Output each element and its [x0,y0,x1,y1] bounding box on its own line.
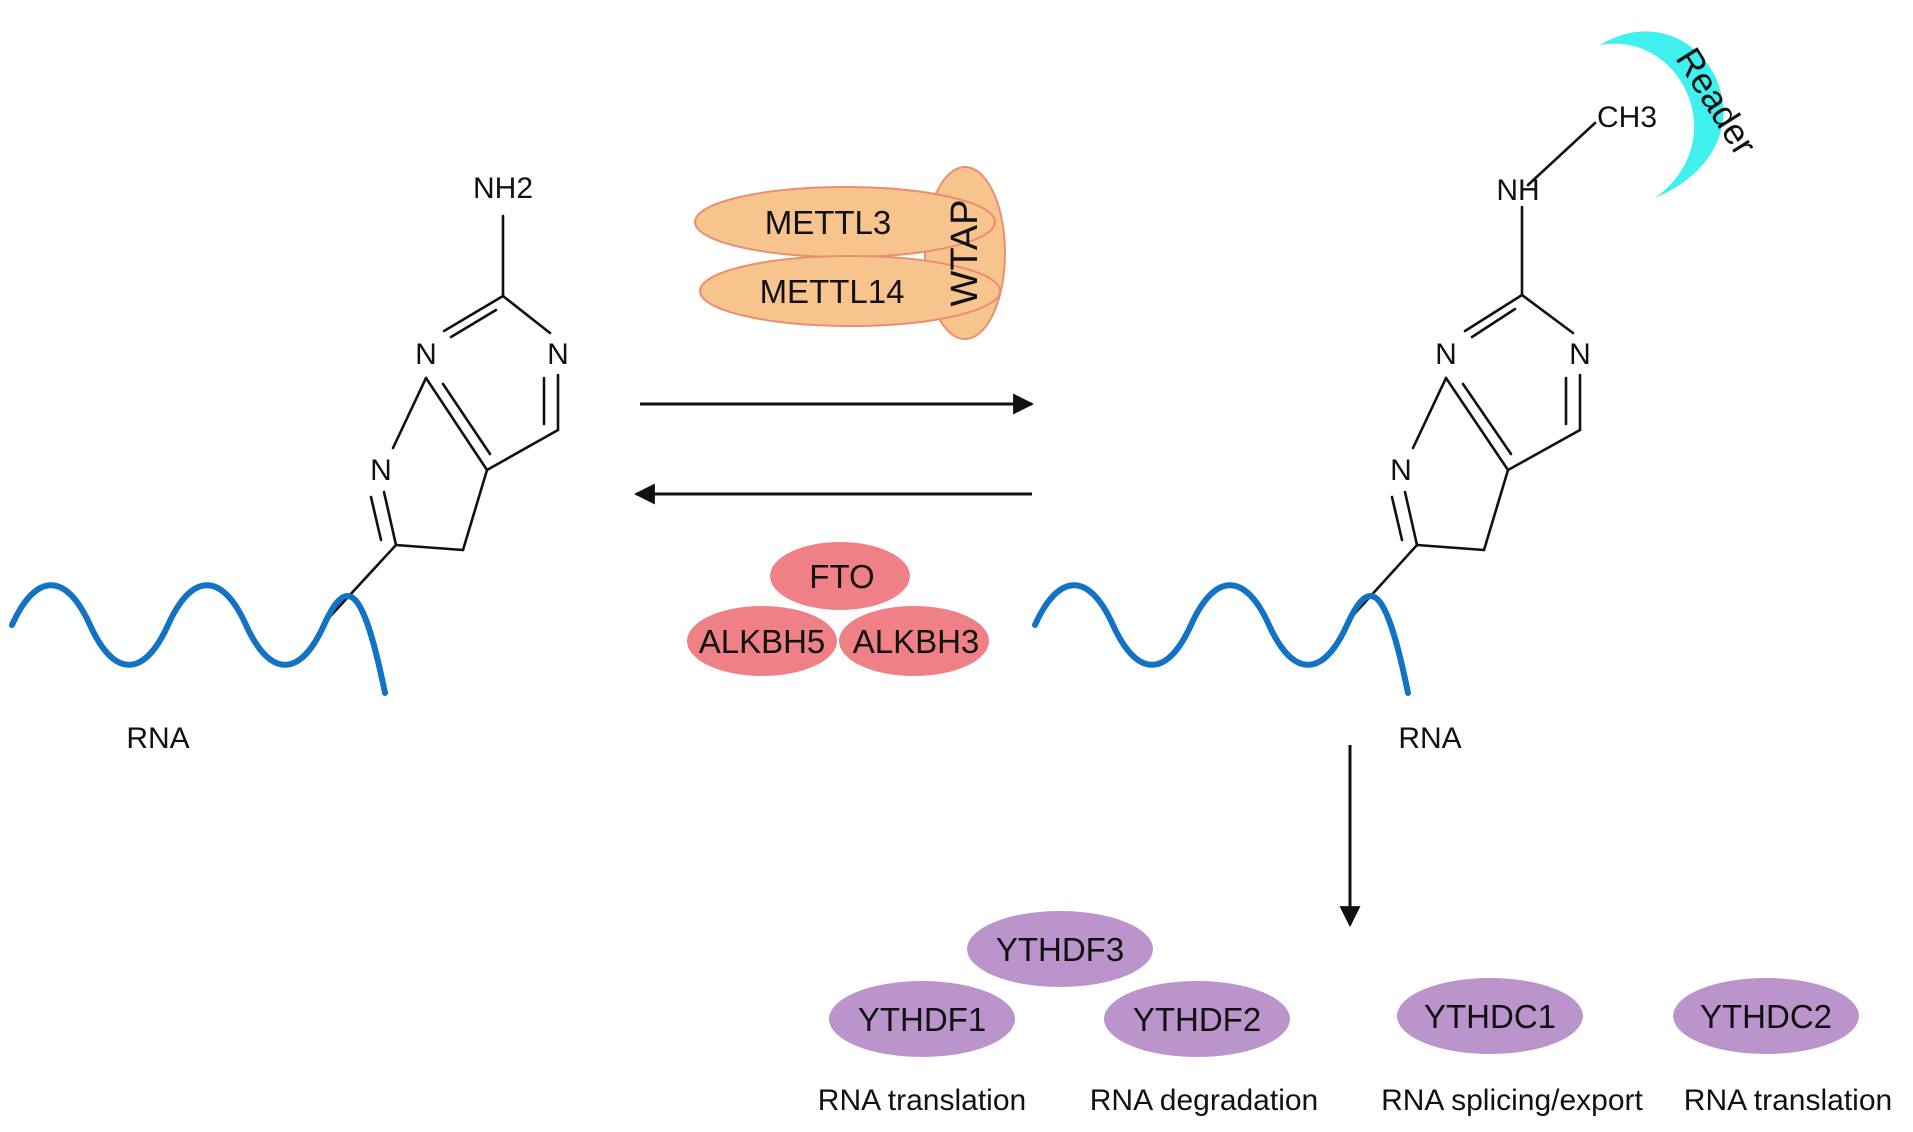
left-rna-strand [9,582,388,696]
function-label-degradation: RNA degradation [1090,1084,1319,1117]
right-rna-label: RNA [1398,722,1461,755]
ythdf3-label: YTHDF3 [996,931,1124,968]
alkbh5-label: ALKBH5 [699,623,826,660]
wtap-label: WTAP [944,200,986,307]
right-bonds [1345,121,1597,624]
right-amine-label: NH [1496,174,1539,207]
alkbh3-shape [839,606,989,676]
ythdf3-shape [967,911,1153,987]
left-rna-label: RNA [126,722,189,755]
mettl3-label: METTL3 [765,204,892,241]
ythdf1-label: YTHDF1 [858,1001,986,1038]
left-amine-label: NH2 [473,172,533,205]
right-n3-label: N [1390,454,1412,487]
right-molecule: CH3 NH N N N RNA Reader [1032,31,1765,755]
reader-crescent-shape [1600,31,1724,199]
right-rna-strand [1032,582,1411,696]
function-label-splicing-export: RNA splicing/export [1381,1084,1643,1117]
right-n1-label: N [1435,338,1457,371]
right-methyl-label: CH3 [1597,101,1657,134]
ythdc1-label: YTHDC1 [1424,998,1556,1035]
left-bonds [323,214,560,624]
ythdf1-shape [829,981,1015,1057]
left-n3-label: N [370,454,392,487]
fto-label: FTO [809,558,874,595]
function-labels: RNA translation RNA degradation RNA spli… [818,1084,1892,1117]
mettl14-label: METTL14 [760,273,905,310]
alkbh5-shape [687,606,837,676]
ythdc2-shape [1673,978,1859,1054]
writer-complex: METTL3 METTL14 WTAP [694,166,1006,340]
alkbh3-label: ALKBH3 [853,623,980,660]
function-label-translation-1: RNA translation [818,1084,1026,1117]
function-label-translation-2: RNA translation [1684,1084,1892,1117]
reader-label: Reader [1668,40,1765,162]
left-n2-label: N [547,338,569,371]
yth-reader-proteins: YTHDF3 YTHDF1 YTHDF2 YTHDC1 YTHDC2 [829,911,1859,1057]
fto-shape [770,542,910,610]
right-n2-label: N [1569,338,1591,371]
ythdf2-label: YTHDF2 [1133,1001,1261,1038]
ythdc1-shape [1397,978,1583,1054]
ythdc2-label: YTHDC2 [1700,998,1832,1035]
eraser-complex: FTO ALKBH5 ALKBH3 [687,542,989,676]
left-n1-label: N [415,338,437,371]
ythdf2-shape [1104,981,1290,1057]
left-molecule: NH2 N N N RNA [9,172,569,755]
mettl14-shape [699,255,1001,327]
